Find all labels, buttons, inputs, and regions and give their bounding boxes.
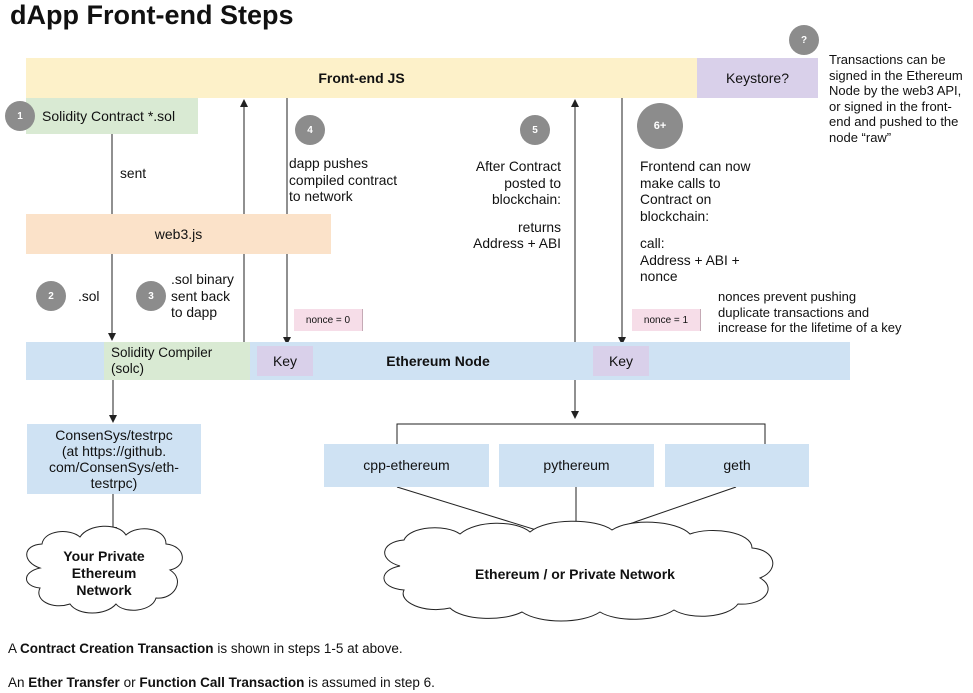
nonce-0-note: nonce = 0 xyxy=(294,309,363,331)
nonces-note: nonces prevent pushing duplicate transac… xyxy=(718,289,902,336)
footer-text: is assumed in step 6. xyxy=(304,675,435,690)
footer-line-1: A Contract Creation Transaction is shown… xyxy=(8,641,403,656)
text-line: nonces prevent pushing xyxy=(718,289,857,304)
spacer xyxy=(455,209,561,220)
key-box-2: Key xyxy=(593,346,649,376)
step-6-badge: 6+ xyxy=(637,103,683,149)
footer-text: A xyxy=(8,641,21,656)
text-line: posted to xyxy=(504,175,561,191)
text-line: or signed in the front- xyxy=(829,98,952,114)
transactions-note: Transactions can be signed in the Ethere… xyxy=(829,52,963,145)
text-line: .sol binary xyxy=(171,272,234,287)
testrpc-line: testrpc) xyxy=(90,475,138,492)
step-5-badge: 5 xyxy=(520,115,550,145)
web3-js-box: web3.js xyxy=(26,214,331,254)
footer-bold-text: Contract Creation Transaction xyxy=(20,641,214,656)
text-line: sent back xyxy=(171,288,231,304)
after-contract-text: After Contract posted to blockchain: ret… xyxy=(455,159,561,253)
footer-text: is shown in steps 1-5 at above. xyxy=(213,641,403,656)
nonce-1-note: nonce = 1 xyxy=(632,309,701,331)
sol-label: .sol xyxy=(78,289,100,304)
step-3-badge: 3 xyxy=(136,281,166,311)
frontend-js-label: Front-end JS xyxy=(318,69,405,86)
solidity-compiler-sublabel: (solc) xyxy=(111,361,144,376)
keystore-box: Keystore? xyxy=(697,58,818,98)
geth-label: geth xyxy=(723,457,751,474)
sent-label: sent xyxy=(120,166,147,181)
testrpc-line: ConsenSys/testrpc xyxy=(55,426,173,443)
text-line: compiled contract xyxy=(289,172,398,188)
text-line: Node by the web3 API, xyxy=(829,83,962,98)
text-line: Ethereum xyxy=(71,565,137,581)
solidity-compiler-box: Solidity Compiler(solc) xyxy=(104,342,250,380)
geth-box: geth xyxy=(665,444,809,487)
footer-text: or xyxy=(119,675,140,690)
spacer xyxy=(640,225,750,236)
public-network-label: Ethereum / or Private Network xyxy=(475,566,675,582)
solidity-contract-box: Solidity Contract *.sol xyxy=(26,98,198,134)
text-line: to network xyxy=(289,189,353,204)
web3-js-label: web3.js xyxy=(154,225,203,242)
text-line: Network xyxy=(76,582,132,598)
footer-bold-text: Function Call Transaction xyxy=(139,675,305,690)
page-title: dApp Front-end Steps xyxy=(10,0,294,30)
frontend-calls-text: Frontend can now make calls to Contract … xyxy=(640,159,750,286)
ethereum-node-label: Ethereum Node xyxy=(386,352,490,369)
text-line: dapp pushes xyxy=(289,156,369,171)
public-network-cloud xyxy=(383,520,774,622)
text-line: Frontend can now xyxy=(640,159,751,174)
step-4-badge: 4 xyxy=(295,115,325,145)
text-line: After Contract xyxy=(475,159,561,174)
clients-bracket xyxy=(396,423,766,444)
text-line: call: xyxy=(640,236,665,251)
step-2-badge: 2 xyxy=(36,281,66,311)
cpp-ethereum-box: cpp-ethereum xyxy=(324,444,489,487)
text-line: blockchain: xyxy=(640,208,710,224)
text-line: blockchain: xyxy=(491,192,561,207)
solidity-contract-label: Solidity Contract *.sol xyxy=(42,107,176,124)
text-line: nonce xyxy=(640,269,678,284)
key-box-1: Key xyxy=(257,346,313,376)
step-1-badge: 1 xyxy=(5,101,35,131)
text-line: increase for the lifetime of a key xyxy=(718,320,902,335)
text-line: duplicate transactions and xyxy=(718,304,870,320)
pythereum-label: pythereum xyxy=(543,457,610,474)
frontend-js-box: Front-end JS xyxy=(26,58,697,98)
footer-text: An xyxy=(8,675,29,690)
text-line: end and pushed to the xyxy=(829,114,959,129)
text-line: make calls to xyxy=(640,175,721,191)
text-line: node “raw” xyxy=(829,129,892,145)
private-network-label: Your Private Ethereum Network xyxy=(48,548,160,599)
text-line: returns xyxy=(518,219,561,235)
testrpc-line: com/ConsenSys/eth- xyxy=(49,459,179,475)
pythereum-box: pythereum xyxy=(499,444,654,487)
dapp-pushes-text: dapp pushes compiled contract to network xyxy=(289,156,397,206)
question-badge: ? xyxy=(789,25,819,55)
text-line: Address + ABI + xyxy=(640,252,740,268)
solidity-compiler-label: Solidity Compiler xyxy=(111,345,213,361)
text-line: Address + ABI xyxy=(473,236,561,251)
key-label-1: Key xyxy=(272,352,298,369)
testrpc-box: ConsenSys/testrpc (at https://github. co… xyxy=(27,424,201,494)
testrpc-line: (at https://github. xyxy=(61,442,167,459)
footer-line-2: An Ether Transfer or Function Call Trans… xyxy=(8,675,435,690)
key-label-2: Key xyxy=(608,352,634,369)
keystore-label: Keystore? xyxy=(725,69,790,86)
text-line: Transactions can be xyxy=(829,52,946,67)
text-line: Contract on xyxy=(640,192,712,207)
text-line: to dapp xyxy=(171,305,218,320)
sol-binary-text: .sol binary sent back to dapp xyxy=(171,272,234,322)
text-line: signed in the Ethereum xyxy=(829,67,963,83)
footer-bold-text: Ether Transfer xyxy=(28,675,120,690)
text-line: Your Private xyxy=(63,548,145,564)
cpp-ethereum-label: cpp-ethereum xyxy=(363,457,450,474)
private-network-cloud xyxy=(26,525,183,614)
